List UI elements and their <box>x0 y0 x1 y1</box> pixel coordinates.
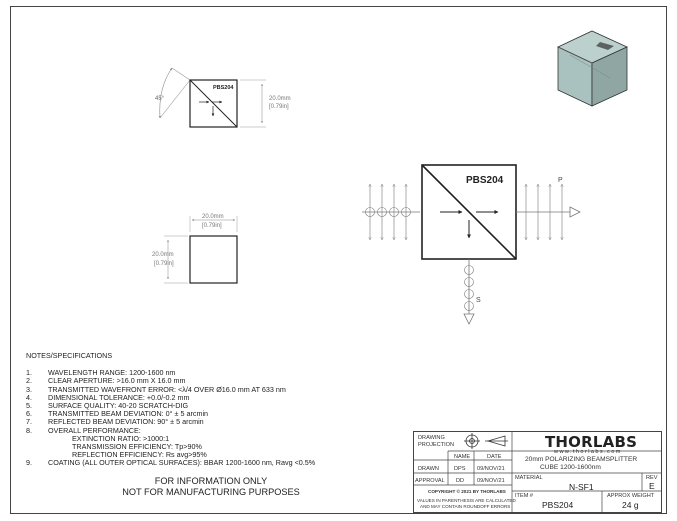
title-block-grid <box>413 431 662 513</box>
incoming-polarization <box>365 184 411 240</box>
approval-name: DD <box>456 478 465 484</box>
note-item: 1.WAVELENGTH RANGE: 1200-1600 nm <box>26 368 176 378</box>
front-view: 20.0mm [0.79in] 20.0mm [0.79in] <box>152 214 238 284</box>
rev-value: E <box>649 481 655 491</box>
weight-value: 24 g <box>622 500 639 510</box>
angle-label: 45° <box>155 96 165 102</box>
note-item: 3.TRANSMITTED WAVEFRONT ERROR: <λ/4 OVER… <box>26 384 286 394</box>
disclaimer: FOR INFORMATION ONLY NOT FOR MANUFACTURI… <box>106 476 316 497</box>
p-label: P <box>558 177 563 184</box>
isometric-cube <box>557 30 628 107</box>
s-label: S <box>476 297 481 304</box>
beam-cube-part-label: PBS204 <box>466 175 504 186</box>
note-item: 5.SURFACE QUALITY: 40-20 SCRATCH-DIG <box>26 401 189 411</box>
note-item: 4.DIMENSIONAL TOLERANCE: +0.0/-0.2 mm <box>26 392 190 402</box>
weight-label: APPROX WEIGHT <box>607 493 655 499</box>
performance-item: REFLECTION EFFICIENCY: Rs avg>95% <box>72 450 207 460</box>
copyright: COPYRIGHT © 2021 BY THORLABS <box>428 489 506 494</box>
note-item: 9.COATING (ALL OUTER OPTICAL SURFACES): … <box>26 458 316 468</box>
drawn-label: DRAWN <box>418 466 439 472</box>
item-value: PBS204 <box>542 500 574 510</box>
performance-item: TRANSMISSION EFFICIENCY: Tp>90% <box>72 442 202 452</box>
description-line-2: CUBE 1200-1600nm <box>540 464 601 471</box>
disclaimer-line-1: FOR INFORMATION ONLY <box>154 476 268 486</box>
drawing-projection-label: DRAWING <box>418 435 445 441</box>
sheet-border <box>10 6 667 514</box>
date-header: DATE <box>487 454 502 460</box>
drawn-name: DPS <box>454 466 466 472</box>
thorlabs-logo: THORLABS <box>545 433 638 451</box>
note-item: 7.REFLECTED BEAM DEVIATION: 90° ± 5 arcm… <box>26 417 204 427</box>
top-view-dim-mm: 20.0mm <box>269 96 291 102</box>
beam-diagram: PBS204 P S <box>362 164 581 325</box>
material-label: MATERIAL <box>515 475 543 481</box>
top-view-dim-in: [0.79in] <box>269 104 289 110</box>
front-view-width-mm: 20.0mm <box>202 214 224 220</box>
notes-title: NOTES/SPECIFICATIONS <box>26 351 113 360</box>
description-line-1: 20mm POLARIZING BEAMSPLITTER <box>525 456 638 463</box>
projection-symbol-icon <box>464 433 508 449</box>
front-view-width-in: [0.79in] <box>202 223 222 229</box>
title-block: DRAWING PROJECTION NAME DATE DRAWN DPS 0… <box>413 431 662 513</box>
name-header: NAME <box>454 454 471 460</box>
approval-label: APPROVAL <box>415 478 445 484</box>
top-view-part-label: PBS204 <box>213 85 234 91</box>
transmitted-p-polarization <box>526 184 562 240</box>
top-view: 45° PBS204 20.0mm [0.79in] <box>155 67 291 128</box>
material-value: N-SF1 <box>569 482 594 492</box>
disclaimer-line-2: NOT FOR MANUFACTURING PURPOSES <box>122 486 300 497</box>
approval-date: 09/NOV/21 <box>477 478 505 484</box>
item-label: ITEM # <box>515 493 534 499</box>
notes-specifications: NOTES/SPECIFICATIONS 1.WAVELENGTH RANGE:… <box>26 351 386 468</box>
reflected-s-polarization <box>464 265 474 311</box>
thorlabs-url: www.thorlabs.com <box>554 449 622 455</box>
front-view-height-in: [0.79in] <box>154 261 174 267</box>
values-note-1: VALUES IN PARENTHESIS ARE CALCULATED <box>417 498 516 503</box>
note-item: 6.TRANSMITTED BEAM DEVIATION: 0° ± 5 arc… <box>26 409 209 419</box>
rev-label: REV <box>646 475 658 481</box>
note-item: 2.CLEAR APERTURE: >16.0 mm X 16.0 mm <box>26 376 186 386</box>
performance-item: EXTINCTION RATIO: >1000:1 <box>72 433 170 443</box>
note-item: 8.OVERALL PERFORMANCE: <box>26 425 141 435</box>
front-view-cube <box>189 235 238 284</box>
values-note-2: AND MAY CONTAIN ROUNDOFF ERRORS <box>420 504 511 509</box>
drawing-projection-label-2: PROJECTION <box>418 442 455 448</box>
drawn-date: 09/NOV/21 <box>477 466 505 472</box>
front-view-height-mm: 20.0mm <box>152 252 174 258</box>
